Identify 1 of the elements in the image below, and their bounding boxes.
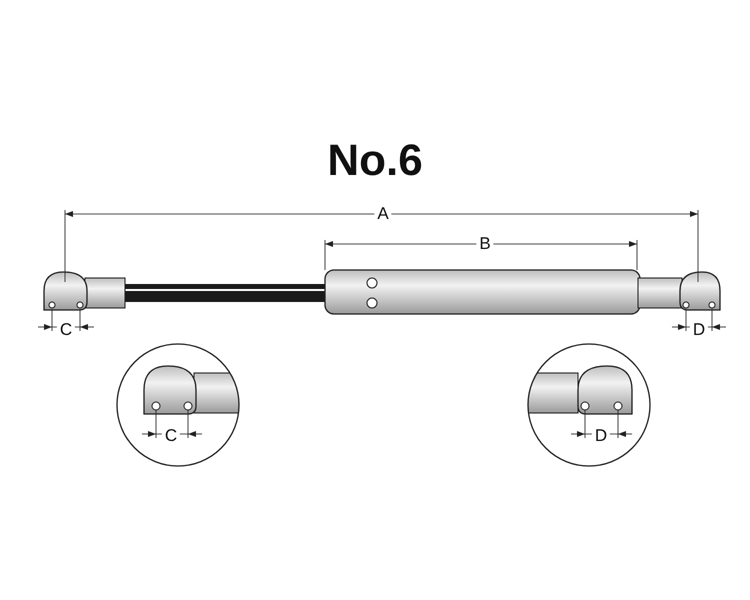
diagram-title: No.6	[327, 136, 423, 186]
